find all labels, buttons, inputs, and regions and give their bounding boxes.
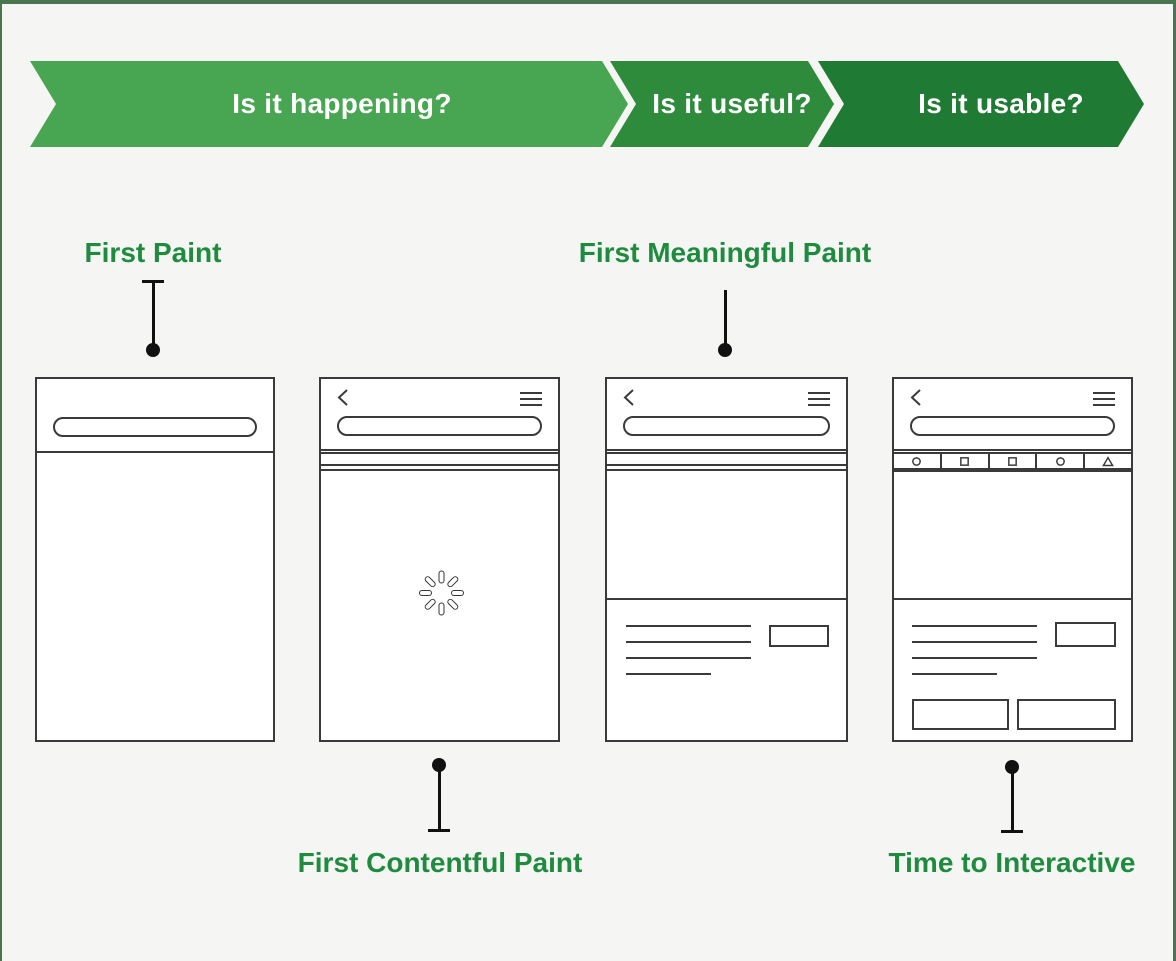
time-to-interactive-label: Time to Interactive bbox=[888, 847, 1136, 878]
first-paint-screen bbox=[35, 377, 275, 742]
address-bar-pill bbox=[623, 416, 830, 436]
first-contentful-paint-screen bbox=[319, 377, 560, 742]
toolbar-strip bbox=[321, 452, 558, 466]
banner-label: Is it useful? bbox=[652, 88, 812, 119]
banner-label: Is it happening? bbox=[232, 88, 452, 119]
content-separator bbox=[894, 470, 1131, 472]
banner-segment-is-it-useful: Is it useful? bbox=[610, 61, 834, 147]
text-line bbox=[626, 673, 711, 675]
text-line bbox=[912, 673, 997, 675]
triangle-icon bbox=[1085, 454, 1131, 468]
browser-header bbox=[607, 379, 846, 451]
content-separator bbox=[607, 469, 846, 471]
hamburger-menu-icon bbox=[1093, 392, 1115, 410]
back-icon bbox=[621, 388, 637, 412]
banner-segment-is-it-usable: Is it usable? bbox=[818, 61, 1144, 147]
first-contentful-paint-label: First Contentful Paint bbox=[297, 847, 583, 878]
text-line bbox=[626, 641, 751, 643]
hamburger-menu-icon bbox=[808, 392, 830, 410]
hero-block-divider bbox=[894, 598, 1131, 600]
banner-segment-is-it-happening: Is it happening? bbox=[30, 61, 628, 147]
hero-block-divider bbox=[607, 598, 846, 600]
icon-toolbar bbox=[894, 452, 1131, 470]
browser-header bbox=[37, 379, 273, 453]
content-separator bbox=[321, 469, 558, 471]
address-bar-pill bbox=[337, 416, 542, 436]
hamburger-menu-icon bbox=[520, 392, 542, 410]
loading-spinner-icon bbox=[413, 565, 469, 621]
address-bar-pill bbox=[53, 417, 257, 437]
text-line bbox=[912, 625, 1037, 627]
button-placeholder bbox=[1055, 622, 1116, 647]
browser-header bbox=[321, 379, 558, 451]
square-icon bbox=[942, 454, 990, 468]
back-icon bbox=[335, 388, 351, 412]
bottom-button-placeholder bbox=[1017, 699, 1116, 730]
text-line bbox=[626, 625, 751, 627]
time-to-interactive-screen bbox=[892, 377, 1133, 742]
text-line bbox=[626, 657, 751, 659]
button-placeholder bbox=[769, 625, 829, 647]
square-icon bbox=[990, 454, 1038, 468]
circle-icon bbox=[1037, 454, 1086, 468]
bottom-button-placeholder bbox=[912, 699, 1009, 730]
circle-icon bbox=[894, 454, 942, 468]
text-line bbox=[912, 657, 1037, 659]
toolbar-strip bbox=[607, 452, 846, 466]
text-line bbox=[912, 641, 1037, 643]
address-bar-pill bbox=[910, 416, 1115, 436]
first-meaningful-paint-label: First Meaningful Paint bbox=[578, 237, 872, 268]
browser-header bbox=[894, 379, 1131, 451]
banner-label: Is it usable? bbox=[918, 88, 1084, 119]
first-paint-label: First Paint bbox=[84, 237, 222, 268]
back-icon bbox=[908, 388, 924, 412]
first-meaningful-paint-screen bbox=[605, 377, 848, 742]
